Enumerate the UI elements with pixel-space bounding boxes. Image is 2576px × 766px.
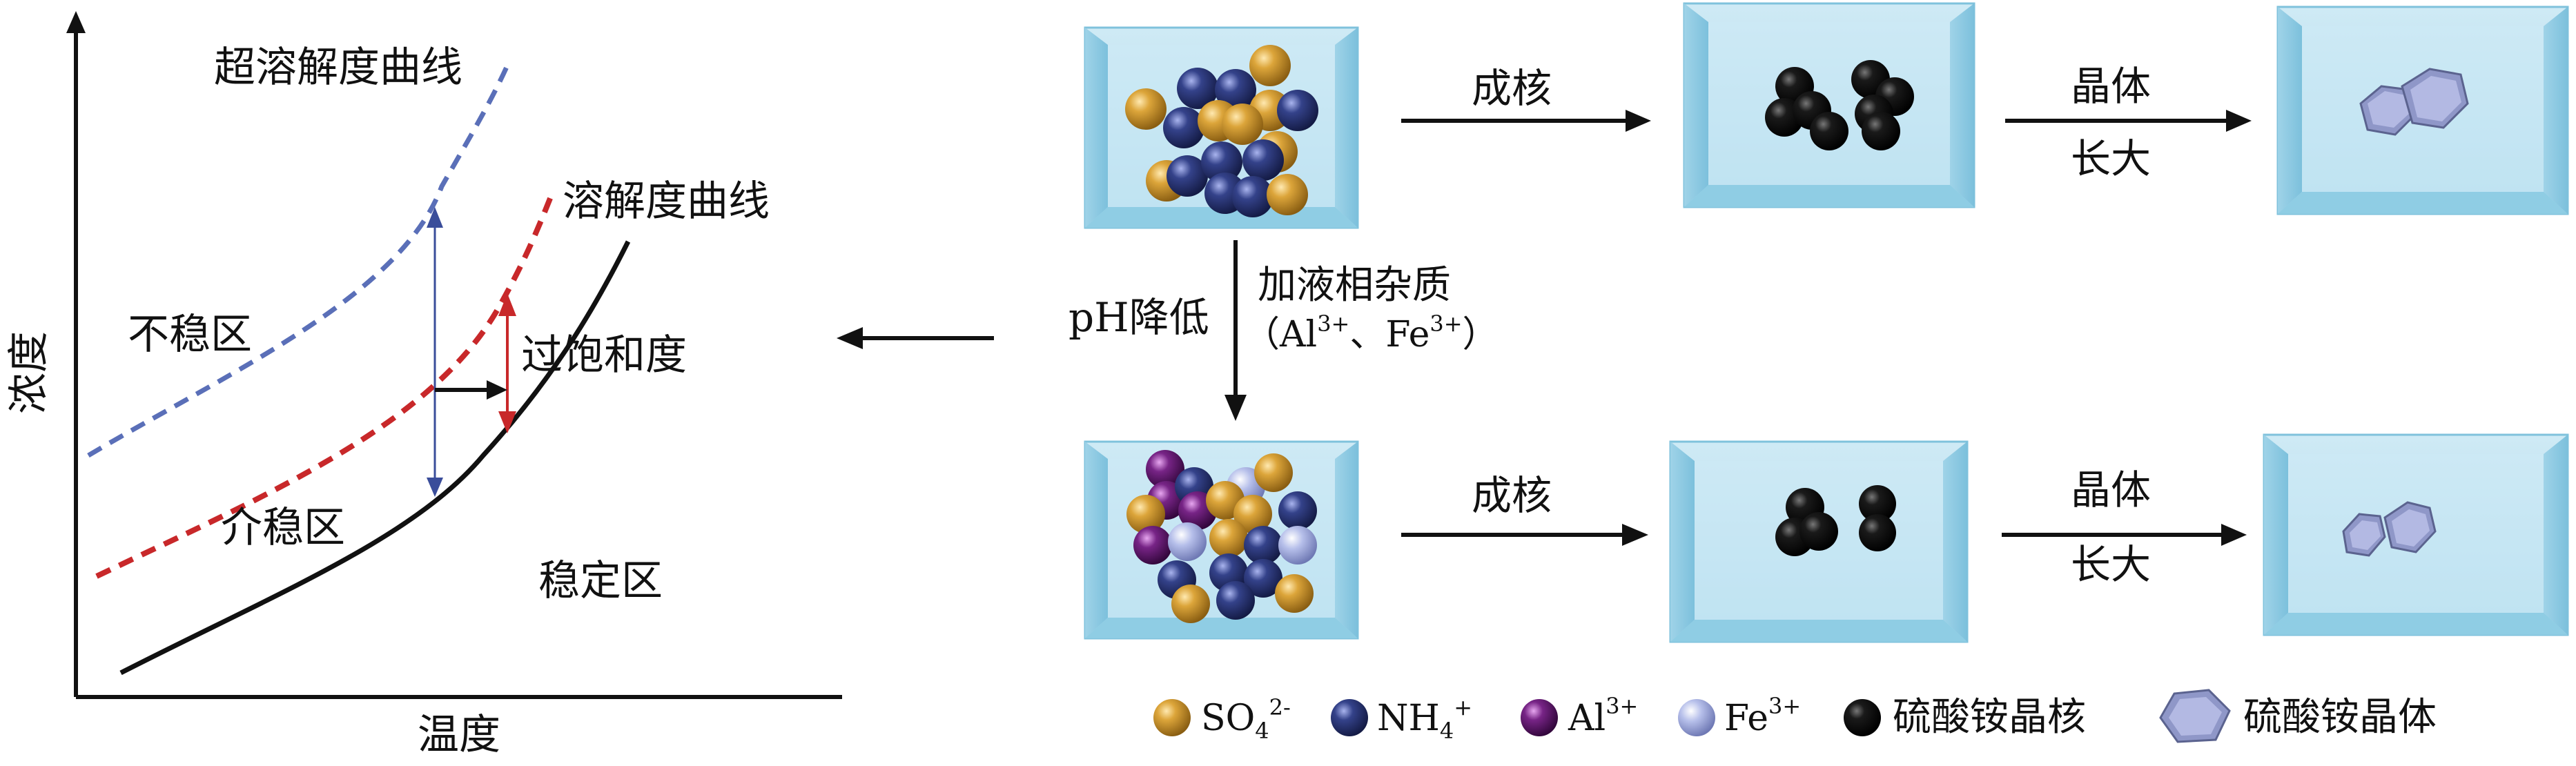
- x-axis-label: 温度: [418, 711, 500, 759]
- tank-1-particles: [1125, 45, 1318, 217]
- arrow-head-up-blue: [427, 207, 443, 228]
- arrow-head-down-red: [498, 411, 516, 433]
- tank-3-crystal-shapes: [2359, 68, 2469, 136]
- supersaturation-label: 过饱和度: [521, 331, 687, 380]
- concentration-temperature-graph: 超溶解度曲线 溶解度曲线 不稳区 过饱和度 介稳区 稳定区 温度 浓度: [5, 11, 842, 759]
- tank-4-ions-with-impurities: [1084, 440, 1359, 640]
- bottom-nucleation-arrow-head: [1622, 524, 1648, 546]
- tank-2-particles: [1765, 60, 1914, 150]
- top-growth-label-line2: 长大: [2071, 135, 2151, 182]
- ph-arrow-head: [837, 327, 863, 349]
- tank-3-crystals: [2276, 6, 2569, 215]
- legend-so4: SO42-: [1153, 694, 1291, 744]
- saturation-curve: [119, 240, 631, 676]
- tank-6-crystal-shapes: [2342, 501, 2437, 557]
- legend-nh4-label: NH4+: [1377, 694, 1472, 744]
- solubility-curve-label: 溶解度曲线: [563, 177, 770, 226]
- top-row-pure-solution: 成核 晶体 长大: [1084, 2, 2569, 229]
- so4-ion-icon: [1153, 699, 1191, 736]
- unstable-zone-label: 不稳区: [128, 311, 252, 359]
- tank-2-nuclei: [1683, 2, 1975, 208]
- bottom-nucleation-label: 成核: [1472, 472, 1552, 519]
- top-growth-label-line1: 晶体: [2071, 63, 2151, 110]
- legend-nucleus-label: 硫酸铵晶核: [1893, 695, 2086, 740]
- nh4-ion-icon: [1331, 699, 1368, 736]
- legend-crystal: 硫酸铵晶体: [2159, 689, 2437, 743]
- nucleus-icon: [1844, 699, 1881, 736]
- legend-nh4: NH4+: [1331, 694, 1472, 744]
- y-axis-arrow: [66, 11, 86, 33]
- fe-ion-icon: [1678, 699, 1715, 736]
- supersolubility-curve: [87, 64, 510, 458]
- top-nucleation-label: 成核: [1472, 65, 1552, 112]
- tank-6-small-crystals: [2263, 433, 2569, 636]
- y-axis-label: 浓度: [5, 331, 53, 414]
- legend-nucleus: 硫酸铵晶核: [1844, 695, 2086, 740]
- legend-fe-label: Fe3+: [1724, 693, 1801, 739]
- top-nucleation-arrow-head: [1626, 110, 1651, 132]
- stable-zone-label: 稳定区: [538, 557, 663, 605]
- arrow-head-up-red: [498, 293, 516, 316]
- impurity-label-line2: （Al3+、Fe3+）: [1244, 311, 1499, 355]
- impurity-arrow-head: [1224, 395, 1247, 421]
- legend: SO42- NH4+ Al3+ Fe3+ 硫酸铵晶核 硫酸铵晶体: [1153, 689, 2437, 744]
- tank-1-ions: [1084, 26, 1359, 229]
- legend-crystal-label: 硫酸铵晶体: [2243, 695, 2437, 740]
- top-growth-arrow-head: [2226, 110, 2252, 132]
- impurity-label-line1: 加液相杂质: [1258, 263, 1451, 308]
- bottom-growth-label-line2: 长大: [2071, 541, 2151, 588]
- bottom-row-impure-solution: 成核 晶体 长大: [1084, 433, 2569, 643]
- legend-so4-label: SO42-: [1201, 694, 1291, 744]
- arrow-head-down-blue: [427, 478, 443, 497]
- bottom-growth-arrow-head: [2221, 524, 2247, 546]
- solubility-curve: [95, 192, 555, 579]
- tank-5-nuclei: [1669, 440, 1969, 643]
- shift-arrow-head: [487, 380, 507, 400]
- tank-4-particles: [1126, 450, 1317, 623]
- al-ion-icon: [1521, 699, 1558, 736]
- legend-fe: Fe3+: [1678, 693, 1801, 739]
- tank-5-particles: [1775, 485, 1896, 556]
- process-connectors: pH降低 加液相杂质 （Al3+、Fe3+）: [837, 240, 1499, 421]
- ph-label: pH降低: [1069, 294, 1209, 341]
- legend-al-label: Al3+: [1568, 693, 1638, 739]
- crystal-icon: [2159, 689, 2231, 743]
- legend-al: Al3+: [1521, 693, 1638, 739]
- bottom-growth-label-line1: 晶体: [2071, 467, 2151, 513]
- supersolubility-curve-label: 超溶解度曲线: [214, 43, 462, 92]
- metastable-zone-label: 介稳区: [221, 504, 345, 552]
